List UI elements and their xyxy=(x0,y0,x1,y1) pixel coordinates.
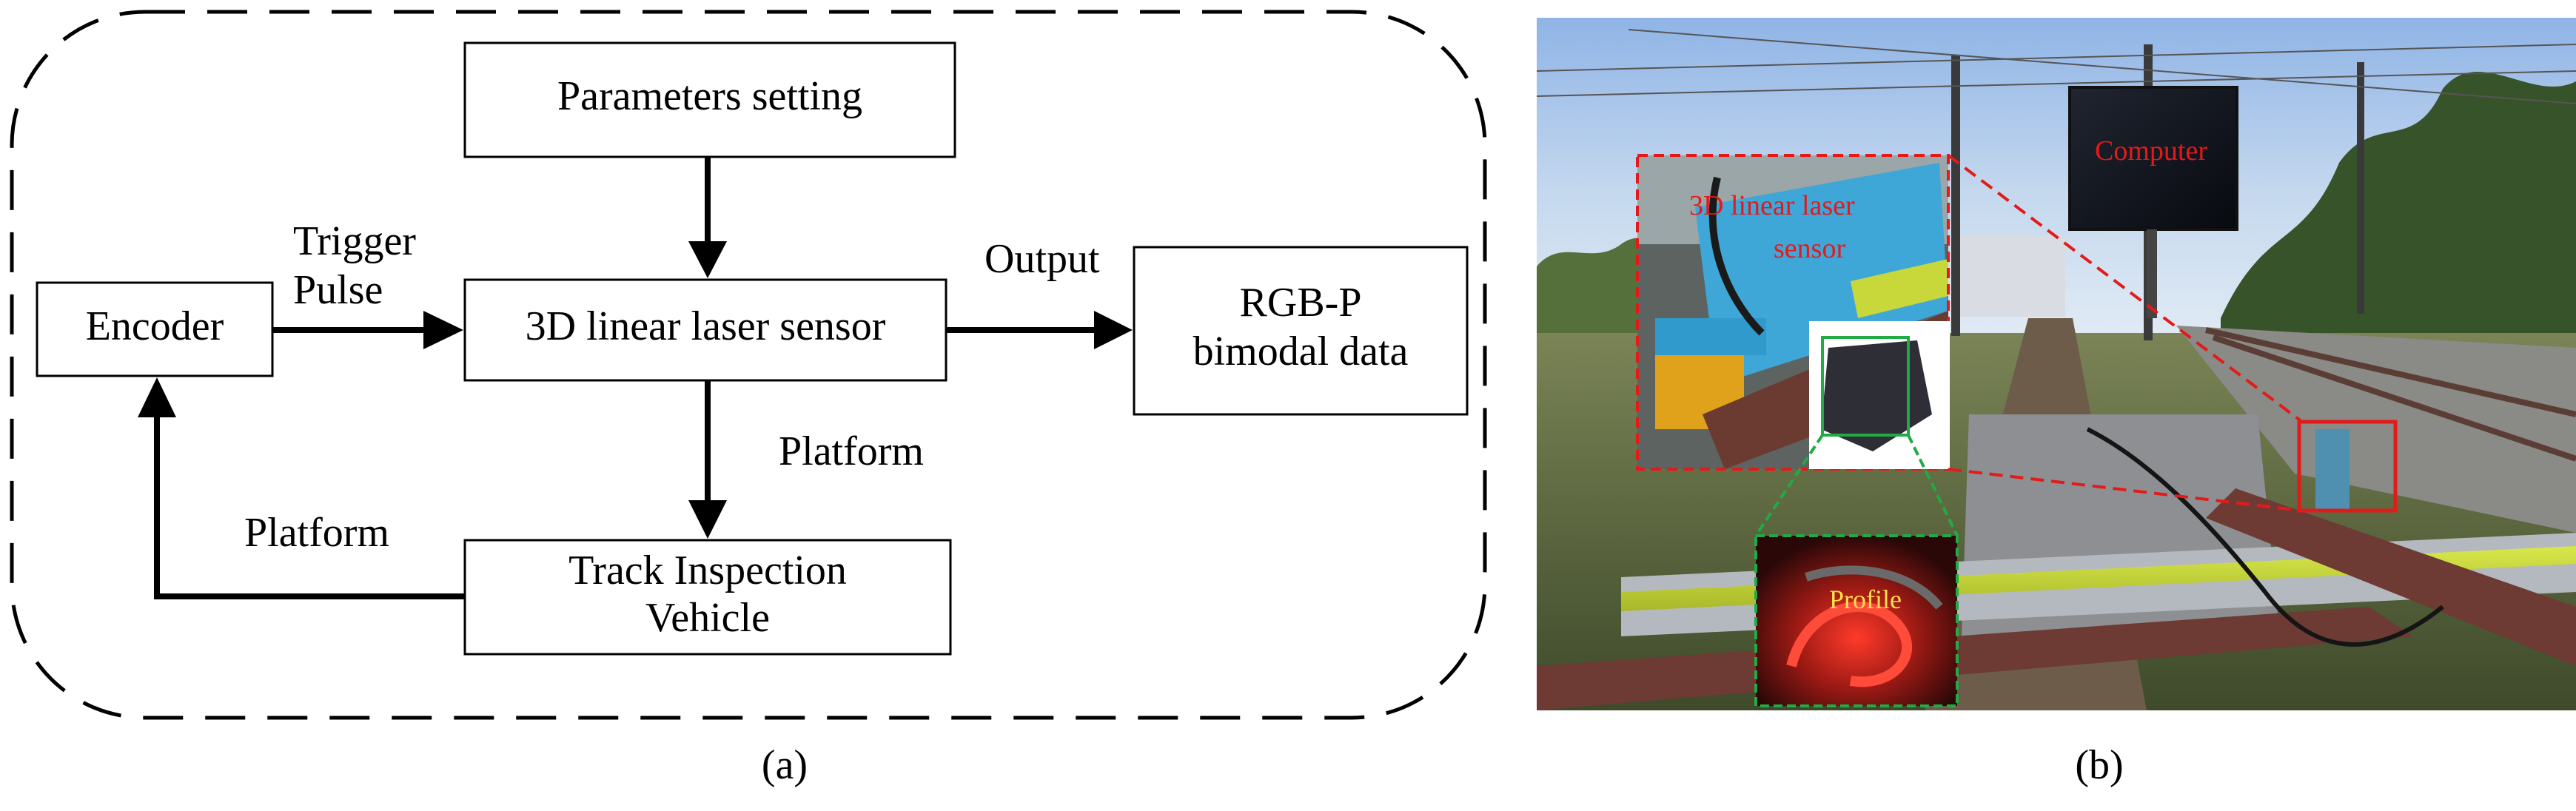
computer-monitor: Computer xyxy=(2068,86,2238,318)
trigger-label-line1: Trigger xyxy=(293,218,416,264)
sensor-inset: 3D linear laser sensor xyxy=(1636,154,1950,471)
computer-label: Computer xyxy=(2095,135,2207,166)
encoder-block: Encoder xyxy=(36,281,274,377)
track-vehicle-block: Track Inspection Vehicle xyxy=(463,539,952,656)
arrowhead-sensor-to-output xyxy=(1094,311,1133,349)
laser-sensor-label: 3D linear laser sensor xyxy=(526,303,886,349)
sensor-location-marker xyxy=(2297,420,2398,513)
catenary-wires xyxy=(1537,29,2576,104)
laser-sensor-block: 3D linear laser sensor xyxy=(463,278,947,382)
arrowhead-vehicle-to-encoder xyxy=(138,377,176,417)
arrowhead-encoder-to-sensor xyxy=(423,311,463,349)
arrowhead-sensor-to-vehicle xyxy=(688,500,727,539)
system-boundary xyxy=(10,10,1487,720)
gravel-bed xyxy=(2176,326,2576,533)
parameters-setting-label: Parameters setting xyxy=(557,73,862,119)
point-cloud-shape xyxy=(1821,340,1932,451)
arrow-vehicle-to-encoder xyxy=(154,417,465,599)
platform-label-right: Platform xyxy=(779,428,924,474)
building xyxy=(1954,235,2065,317)
rail-right-bottom xyxy=(2206,488,2576,666)
caption-a: (a) xyxy=(762,742,808,788)
profile-inset-frame xyxy=(1754,534,1959,707)
sensor-label-line2: sensor xyxy=(1774,233,1845,264)
panel-a: Parameters setting 3D linear laser senso… xyxy=(10,10,1487,788)
point-cloud-highlight xyxy=(1821,336,1910,437)
cables xyxy=(2086,427,2444,647)
arrows xyxy=(138,157,1133,599)
trigger-label-line2: Pulse xyxy=(293,267,383,313)
rail-right-2 xyxy=(2212,334,2576,462)
arrowhead-parameters-to-sensor xyxy=(688,241,727,278)
output-data-block: RGB-P bimodal data xyxy=(1133,246,1469,416)
output-data-label-line1: RGB-P xyxy=(1240,280,1362,326)
parameters-setting-block: Parameters setting xyxy=(463,41,956,158)
output-arrow-label: Output xyxy=(985,236,1100,282)
track-vehicle-label-line2: Vehicle xyxy=(645,595,770,641)
track-vehicle-label-line1: Track Inspection xyxy=(568,548,847,593)
platform-label-left: Platform xyxy=(244,510,389,556)
caption-b: (b) xyxy=(2075,742,2123,788)
sensor-right-mount xyxy=(2315,429,2349,511)
encoder-label: Encoder xyxy=(86,303,224,349)
profile-label: Profile xyxy=(1829,585,1902,614)
treeline-right xyxy=(2221,72,2576,414)
profile-inset: Profile xyxy=(1754,534,1959,707)
panel-b: Computer xyxy=(1537,18,2576,788)
output-data-label-line2: bimodal data xyxy=(1193,329,1409,374)
sensor-inset-frame xyxy=(1636,154,1950,471)
callout-lines xyxy=(1754,154,2304,537)
rail-right-1 xyxy=(2205,327,2576,417)
sensor-label-line1: 3D linear laser xyxy=(1689,190,1855,221)
